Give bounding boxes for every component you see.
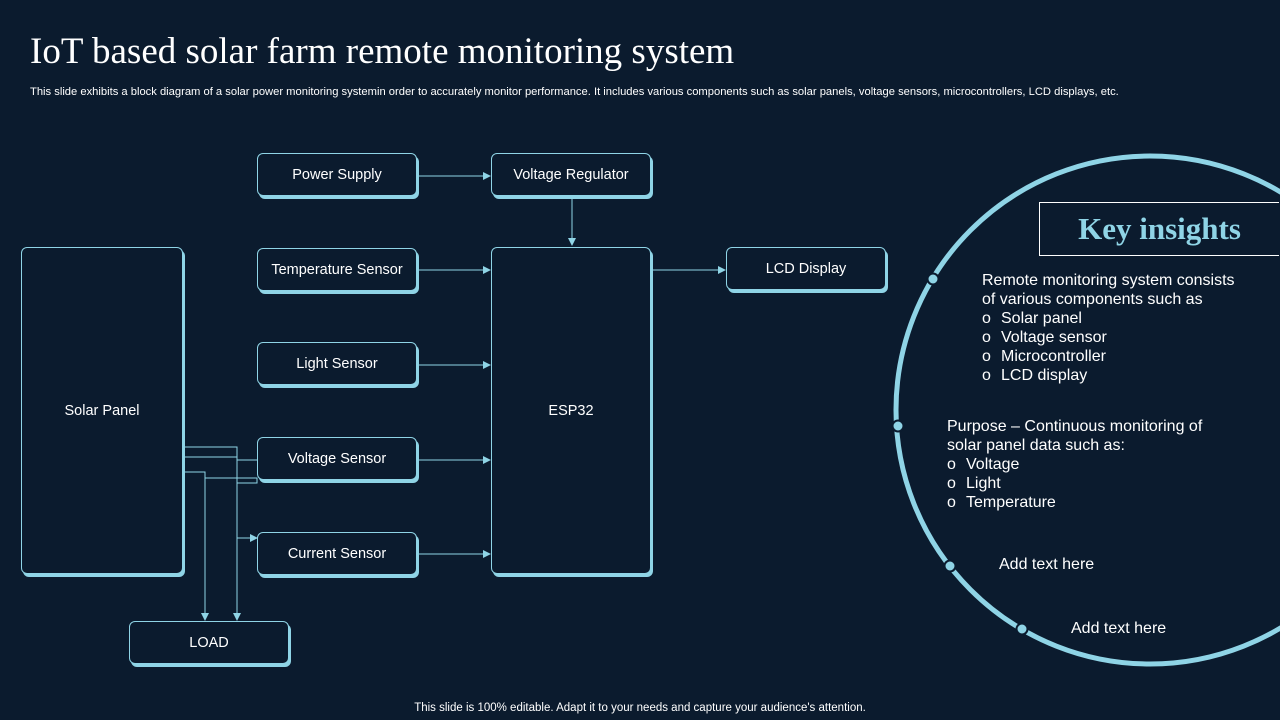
circle-dot	[926, 272, 940, 286]
page-subtitle: This slide exhibits a block diagram of a…	[30, 86, 1119, 98]
insights-circle	[893, 153, 1280, 667]
list-item: Light	[947, 474, 1209, 493]
solar-panel-label: Solar Panel	[64, 402, 140, 419]
insights-title: Key insights	[1039, 202, 1279, 256]
list-item: Voltage	[947, 455, 1209, 474]
temperature-sensor-box: Temperature Sensor	[257, 248, 417, 291]
light-sensor-label: Light Sensor	[296, 355, 378, 372]
insights-components-list: Solar panel Voltage sensor Microcontroll…	[982, 309, 1244, 385]
wire-solar-to-load-a	[185, 471, 209, 621]
current-sensor-label: Current Sensor	[287, 545, 387, 562]
circle-dot	[1015, 622, 1029, 636]
circle-dot	[891, 419, 905, 433]
insights-components-intro: Remote monitoring system consists of var…	[982, 272, 1235, 308]
temperature-sensor-label: Temperature Sensor	[271, 261, 403, 278]
solar-panel-box: Solar Panel	[21, 247, 183, 574]
wire-solar-to-load-b	[205, 477, 258, 621]
voltage-sensor-label: Voltage Sensor	[287, 450, 387, 467]
add-text-placeholder-1: Add text here	[999, 556, 1095, 573]
load-box: LOAD	[129, 621, 289, 664]
power-supply-label: Power Supply	[292, 166, 382, 183]
insights-purpose-intro: Purpose – Continuous monitoring of solar…	[947, 418, 1203, 454]
page-title: IoT based solar farm remote monitoring s…	[30, 31, 735, 72]
list-item: Voltage sensor	[982, 328, 1244, 347]
wire-solar-to-voltage-sensor	[185, 446, 257, 461]
esp32-label: ESP32	[548, 402, 594, 419]
add-text-placeholder-2: Add text here	[1071, 620, 1167, 637]
circle-dot	[943, 559, 957, 573]
voltage-sensor-box: Voltage Sensor	[257, 437, 417, 480]
voltage-regulator-box: Voltage Regulator	[491, 153, 651, 196]
esp32-box: ESP32	[491, 247, 651, 574]
load-label: LOAD	[189, 634, 229, 651]
lcd-display-box: LCD Display	[726, 247, 886, 290]
list-item: Microcontroller	[982, 347, 1244, 366]
insights-purpose-list: Voltage Light Temperature	[947, 455, 1209, 512]
list-item: LCD display	[982, 366, 1244, 385]
insights-block-purpose: Purpose – Continuous monitoring of solar…	[947, 417, 1209, 512]
list-item: Solar panel	[982, 309, 1244, 328]
current-sensor-box: Current Sensor	[257, 532, 417, 575]
wire-solar-to-current-sensor	[185, 456, 258, 542]
light-sensor-box: Light Sensor	[257, 342, 417, 385]
power-supply-box: Power Supply	[257, 153, 417, 196]
footer-note: This slide is 100% editable. Adapt it to…	[414, 702, 866, 714]
lcd-display-label: LCD Display	[765, 260, 847, 277]
insights-block-components: Remote monitoring system consists of var…	[982, 271, 1244, 385]
voltage-regulator-label: Voltage Regulator	[513, 166, 629, 183]
list-item: Temperature	[947, 493, 1209, 512]
